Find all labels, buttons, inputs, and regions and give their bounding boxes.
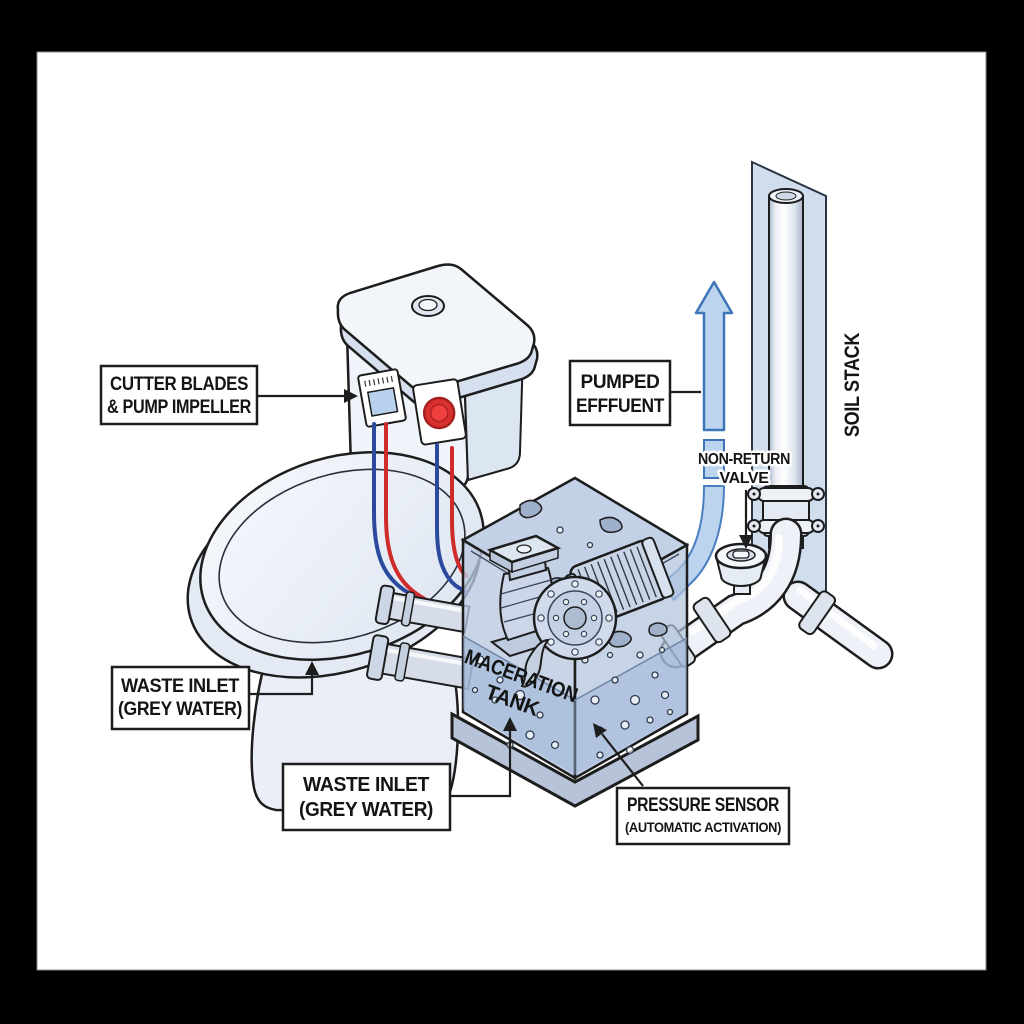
waste-inlet-text: (GREY WATER) (118, 699, 242, 720)
label-soil-stack: SOIL STACK (841, 333, 864, 437)
activation-button-panel (412, 378, 467, 446)
label-pressure-sensor: PRESSURE SENSOR (AUTOMATIC ACTIVATION) (615, 786, 791, 846)
inlet-pipes (366, 584, 475, 690)
arrowhead-icon (593, 723, 607, 738)
tank-base (450, 711, 700, 808)
arrowhead-icon (305, 661, 319, 675)
macerator-unit (486, 534, 675, 688)
cutter-blades-text: & PUMP IMPELLER (107, 397, 252, 418)
liquid-right (575, 638, 687, 775)
label-waste-inlet-bottom: WASTE INLET (GREY WATER) (281, 762, 452, 832)
label-non-return-valve: NON-RETURN VALVE (696, 449, 793, 490)
cutter-disc (520, 575, 618, 688)
waste-inlet-text: WASTE INLET (121, 676, 240, 697)
panel-screen (366, 386, 399, 417)
leader-lines (249, 389, 753, 798)
cistern-lid (336, 263, 536, 392)
waste-inlet-text: (GREY WATER) (299, 799, 433, 821)
arrowhead-icon (344, 389, 358, 403)
arrowhead-icon (739, 535, 753, 549)
label-pumped-effluent: PUMPED EFFFUENT (568, 359, 672, 427)
non-return-valve-text: NON-RETURN (698, 451, 790, 468)
up-arrow-icon (694, 280, 734, 432)
pressure-sensor-text: (AUTOMATIC ACTIVATION) (625, 819, 781, 835)
pumped-effluent-text: PUMPED (581, 372, 660, 393)
pumped-effluent-text: EFFFUENT (576, 396, 665, 417)
soil-stack-text: SOIL STACK (841, 333, 864, 437)
toilet (186, 263, 539, 814)
label-waste-inlet-left: WASTE INLET (GREY WATER) (110, 665, 251, 731)
cutter-blade (520, 638, 550, 688)
discharge-pipework (659, 517, 894, 670)
panel-markings (364, 375, 393, 387)
arrowhead-icon (503, 717, 517, 731)
waste-inlet-text: WASTE INLET (303, 774, 429, 796)
liquid-left (463, 636, 575, 775)
control-panel (357, 368, 407, 428)
debris (519, 499, 668, 648)
cutter-blades-text: CUTTER BLADES (110, 374, 248, 395)
non-return-valve-text: VALVE (720, 470, 770, 487)
label-cutter-blades: CUTTER BLADES & PUMP IMPELLER (99, 364, 259, 426)
pressure-sensor-text: PRESSURE SENSOR (627, 795, 780, 816)
blue-wire (435, 443, 468, 594)
non-return-valve (714, 542, 768, 595)
